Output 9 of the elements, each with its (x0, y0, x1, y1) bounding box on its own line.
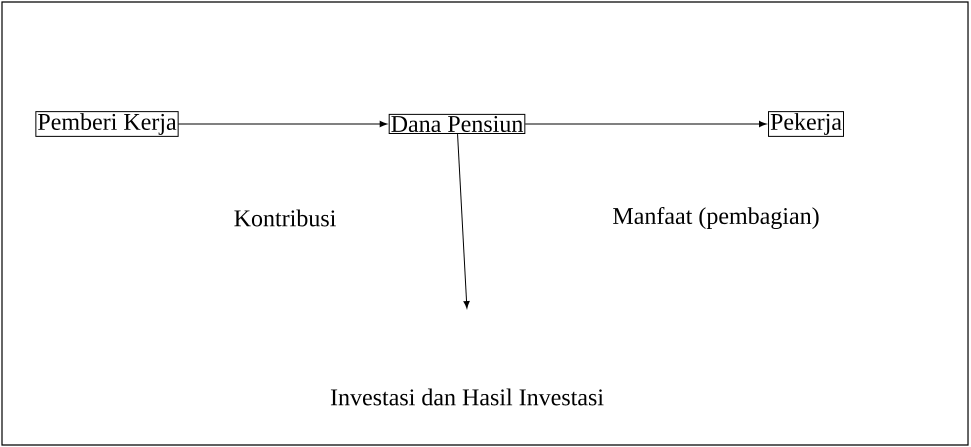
text-box: Dana Pensiun (388, 114, 526, 134)
text-box: Pekerja (768, 111, 844, 137)
label-text: Investasi dan Hasil Investasi (330, 388, 604, 406)
arrow (524, 120, 767, 128)
arrow (178, 120, 388, 128)
label-text: Kontribusi (234, 210, 336, 226)
text-box: Pemberi Kerja (35, 111, 179, 137)
label-text: Manfaat (pembagian) (613, 206, 819, 230)
arrow (457, 134, 470, 308)
